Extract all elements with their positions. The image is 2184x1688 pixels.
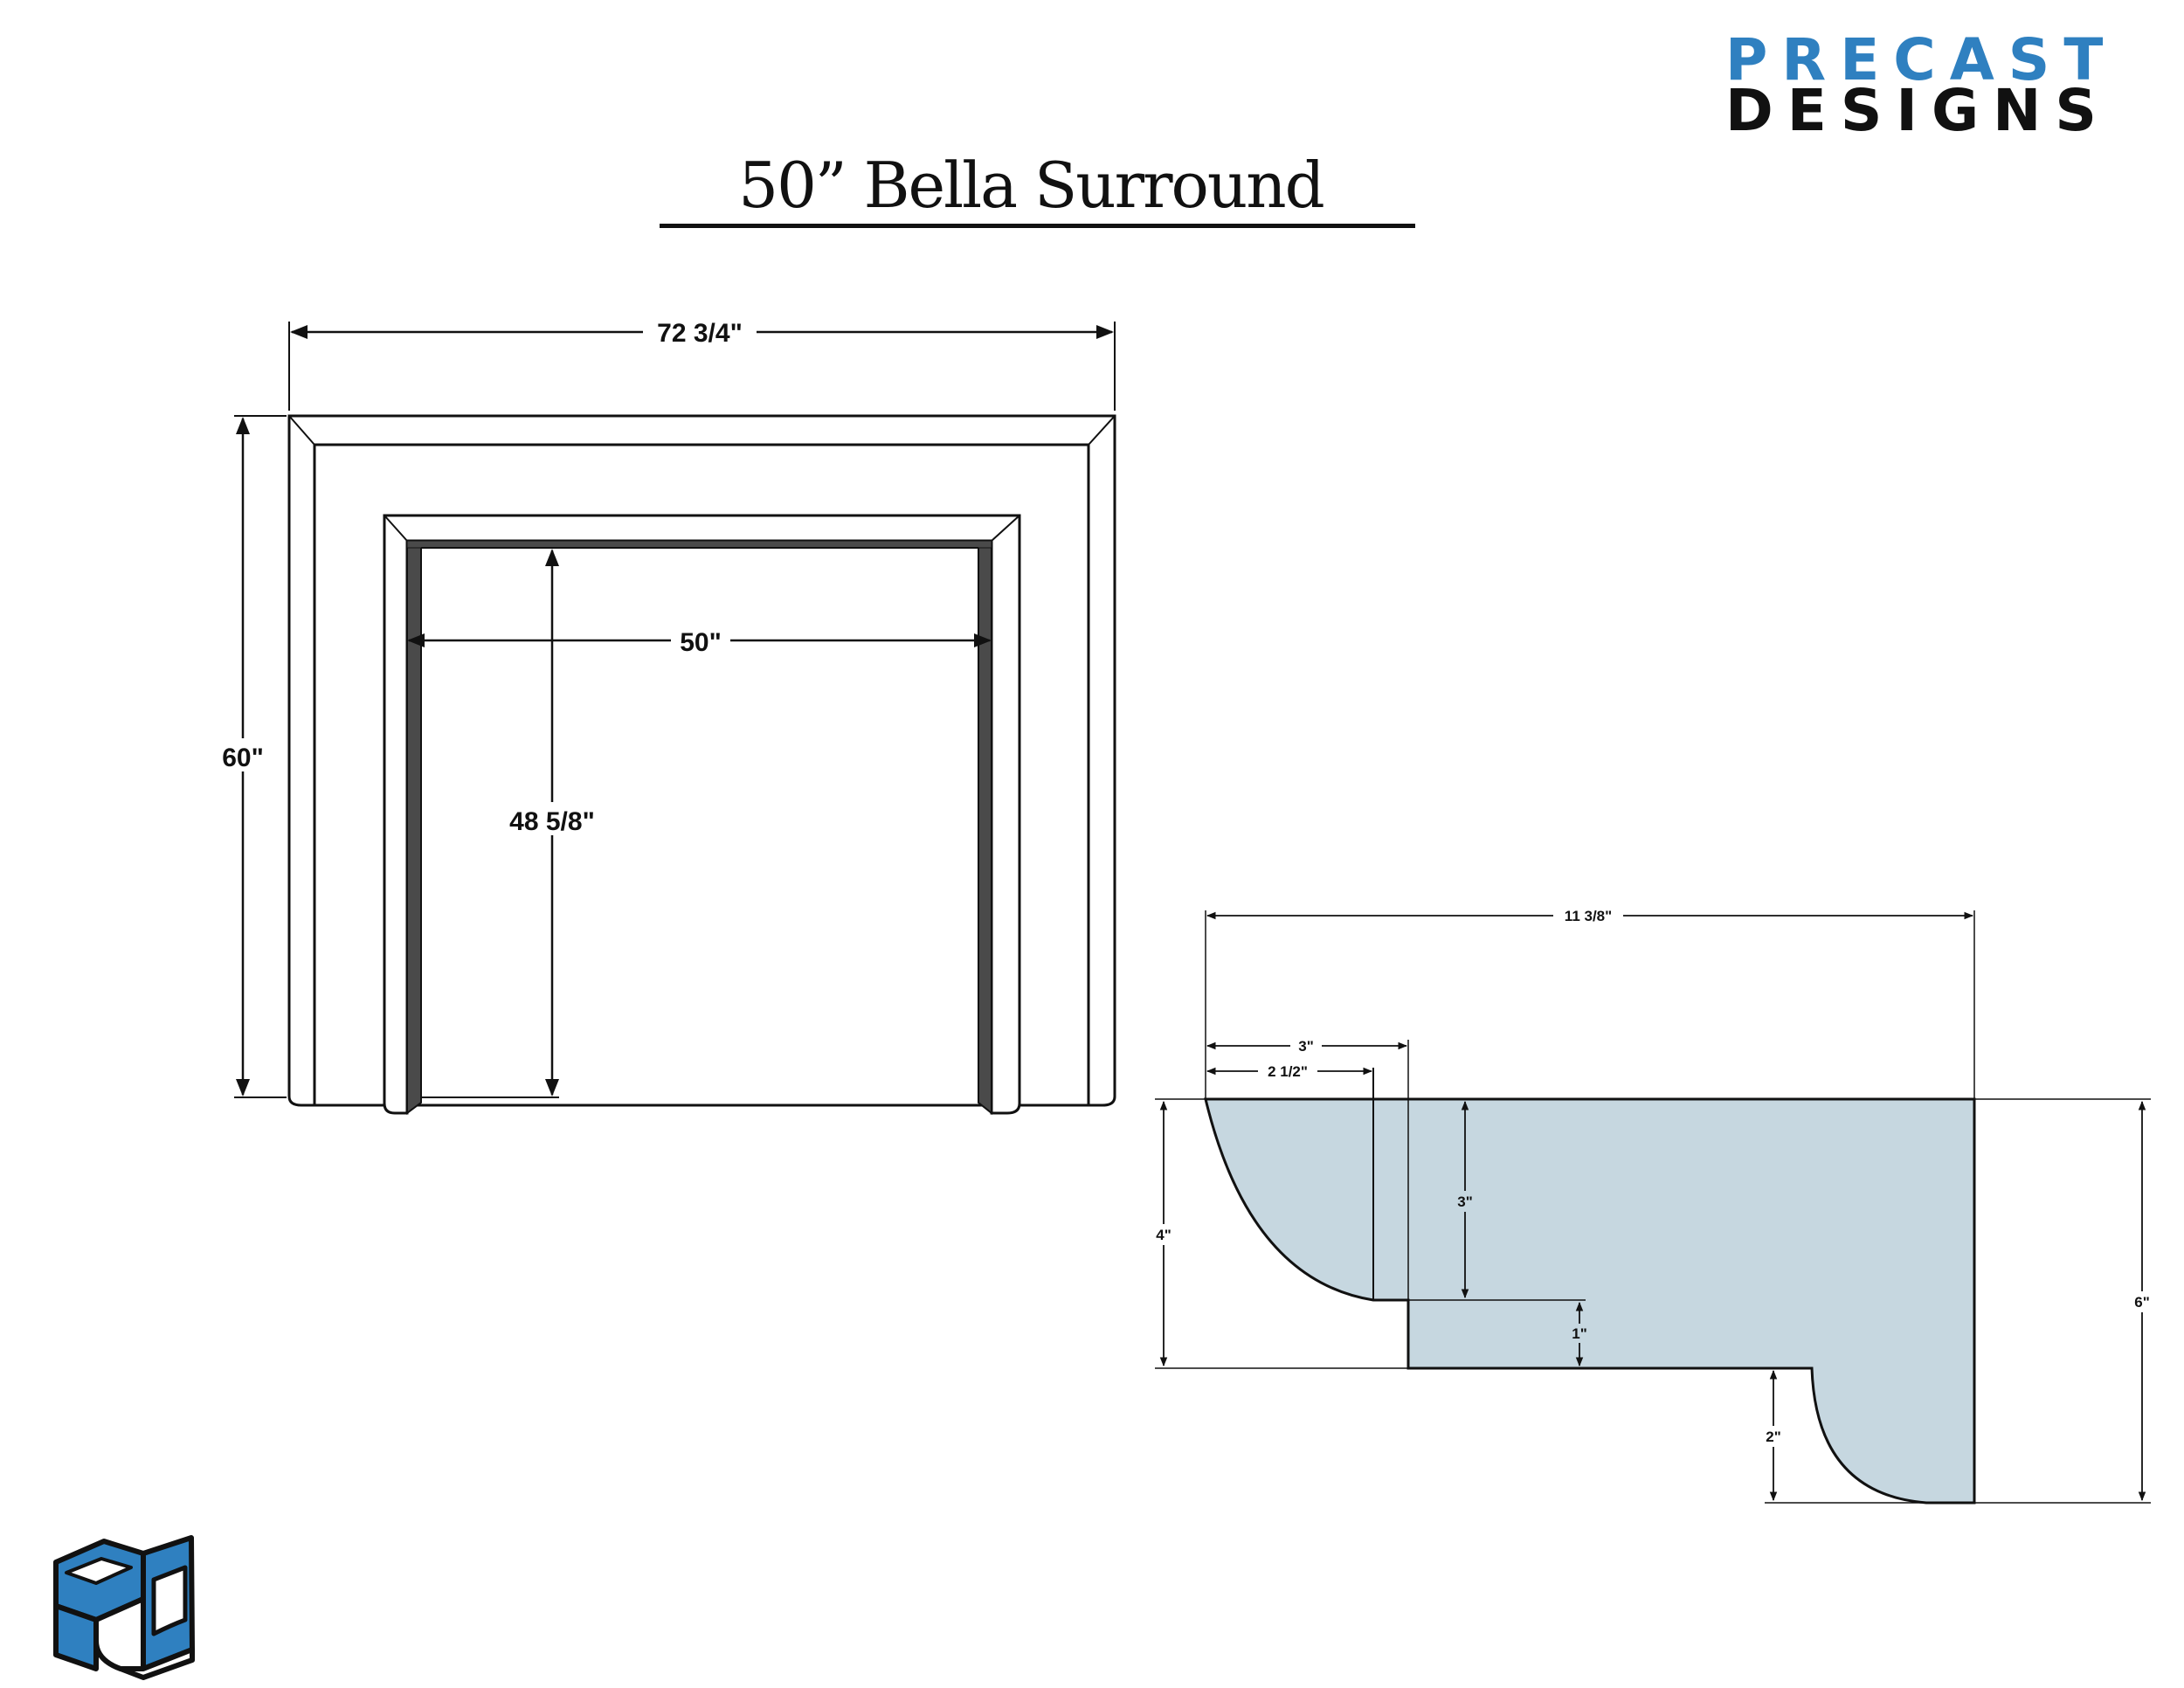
label-opening-height: 48 5/8" <box>509 807 595 836</box>
label-overall-depth: 11 3/8" <box>1565 908 1612 924</box>
opening-reveal-left <box>406 540 422 1115</box>
precast-designs-cube-logo <box>53 1535 195 1680</box>
label-cove-depth: 2 1/2" <box>1268 1063 1308 1080</box>
label-overall-height: 60" <box>222 744 264 772</box>
profile-shape <box>1204 1097 1976 1505</box>
title-underline <box>660 224 1415 228</box>
surround-outer-face <box>313 443 1090 1107</box>
opening-reveal-right <box>978 540 992 1116</box>
brand-line-precast: PRECAST <box>1725 26 2118 93</box>
page-title: 50” Bella Surround <box>738 149 1324 222</box>
label-back-height: 6" <box>2134 1294 2150 1311</box>
opening-reveal-top <box>406 540 992 549</box>
label-upper-height: 3" <box>1457 1193 1473 1210</box>
label-step-depth: 3" <box>1298 1038 1314 1055</box>
label-front-height: 4" <box>1156 1227 1171 1243</box>
label-step-height: 1" <box>1572 1325 1587 1342</box>
profile-section: 11 3/8" 3" 2 1/2" 4" 3" 1" <box>1150 905 2156 1505</box>
label-bottom-cove-height: 2" <box>1766 1429 1781 1445</box>
label-opening-width: 50" <box>680 628 722 657</box>
front-elevation: 72 3/4" 60" 50" 48 5/8" <box>214 316 1116 1116</box>
brand-logo-text: PRECAST DESIGNS <box>1725 26 2118 144</box>
brand-line-designs: DESIGNS <box>1725 77 2111 144</box>
label-overall-width: 72 3/4" <box>657 319 743 348</box>
